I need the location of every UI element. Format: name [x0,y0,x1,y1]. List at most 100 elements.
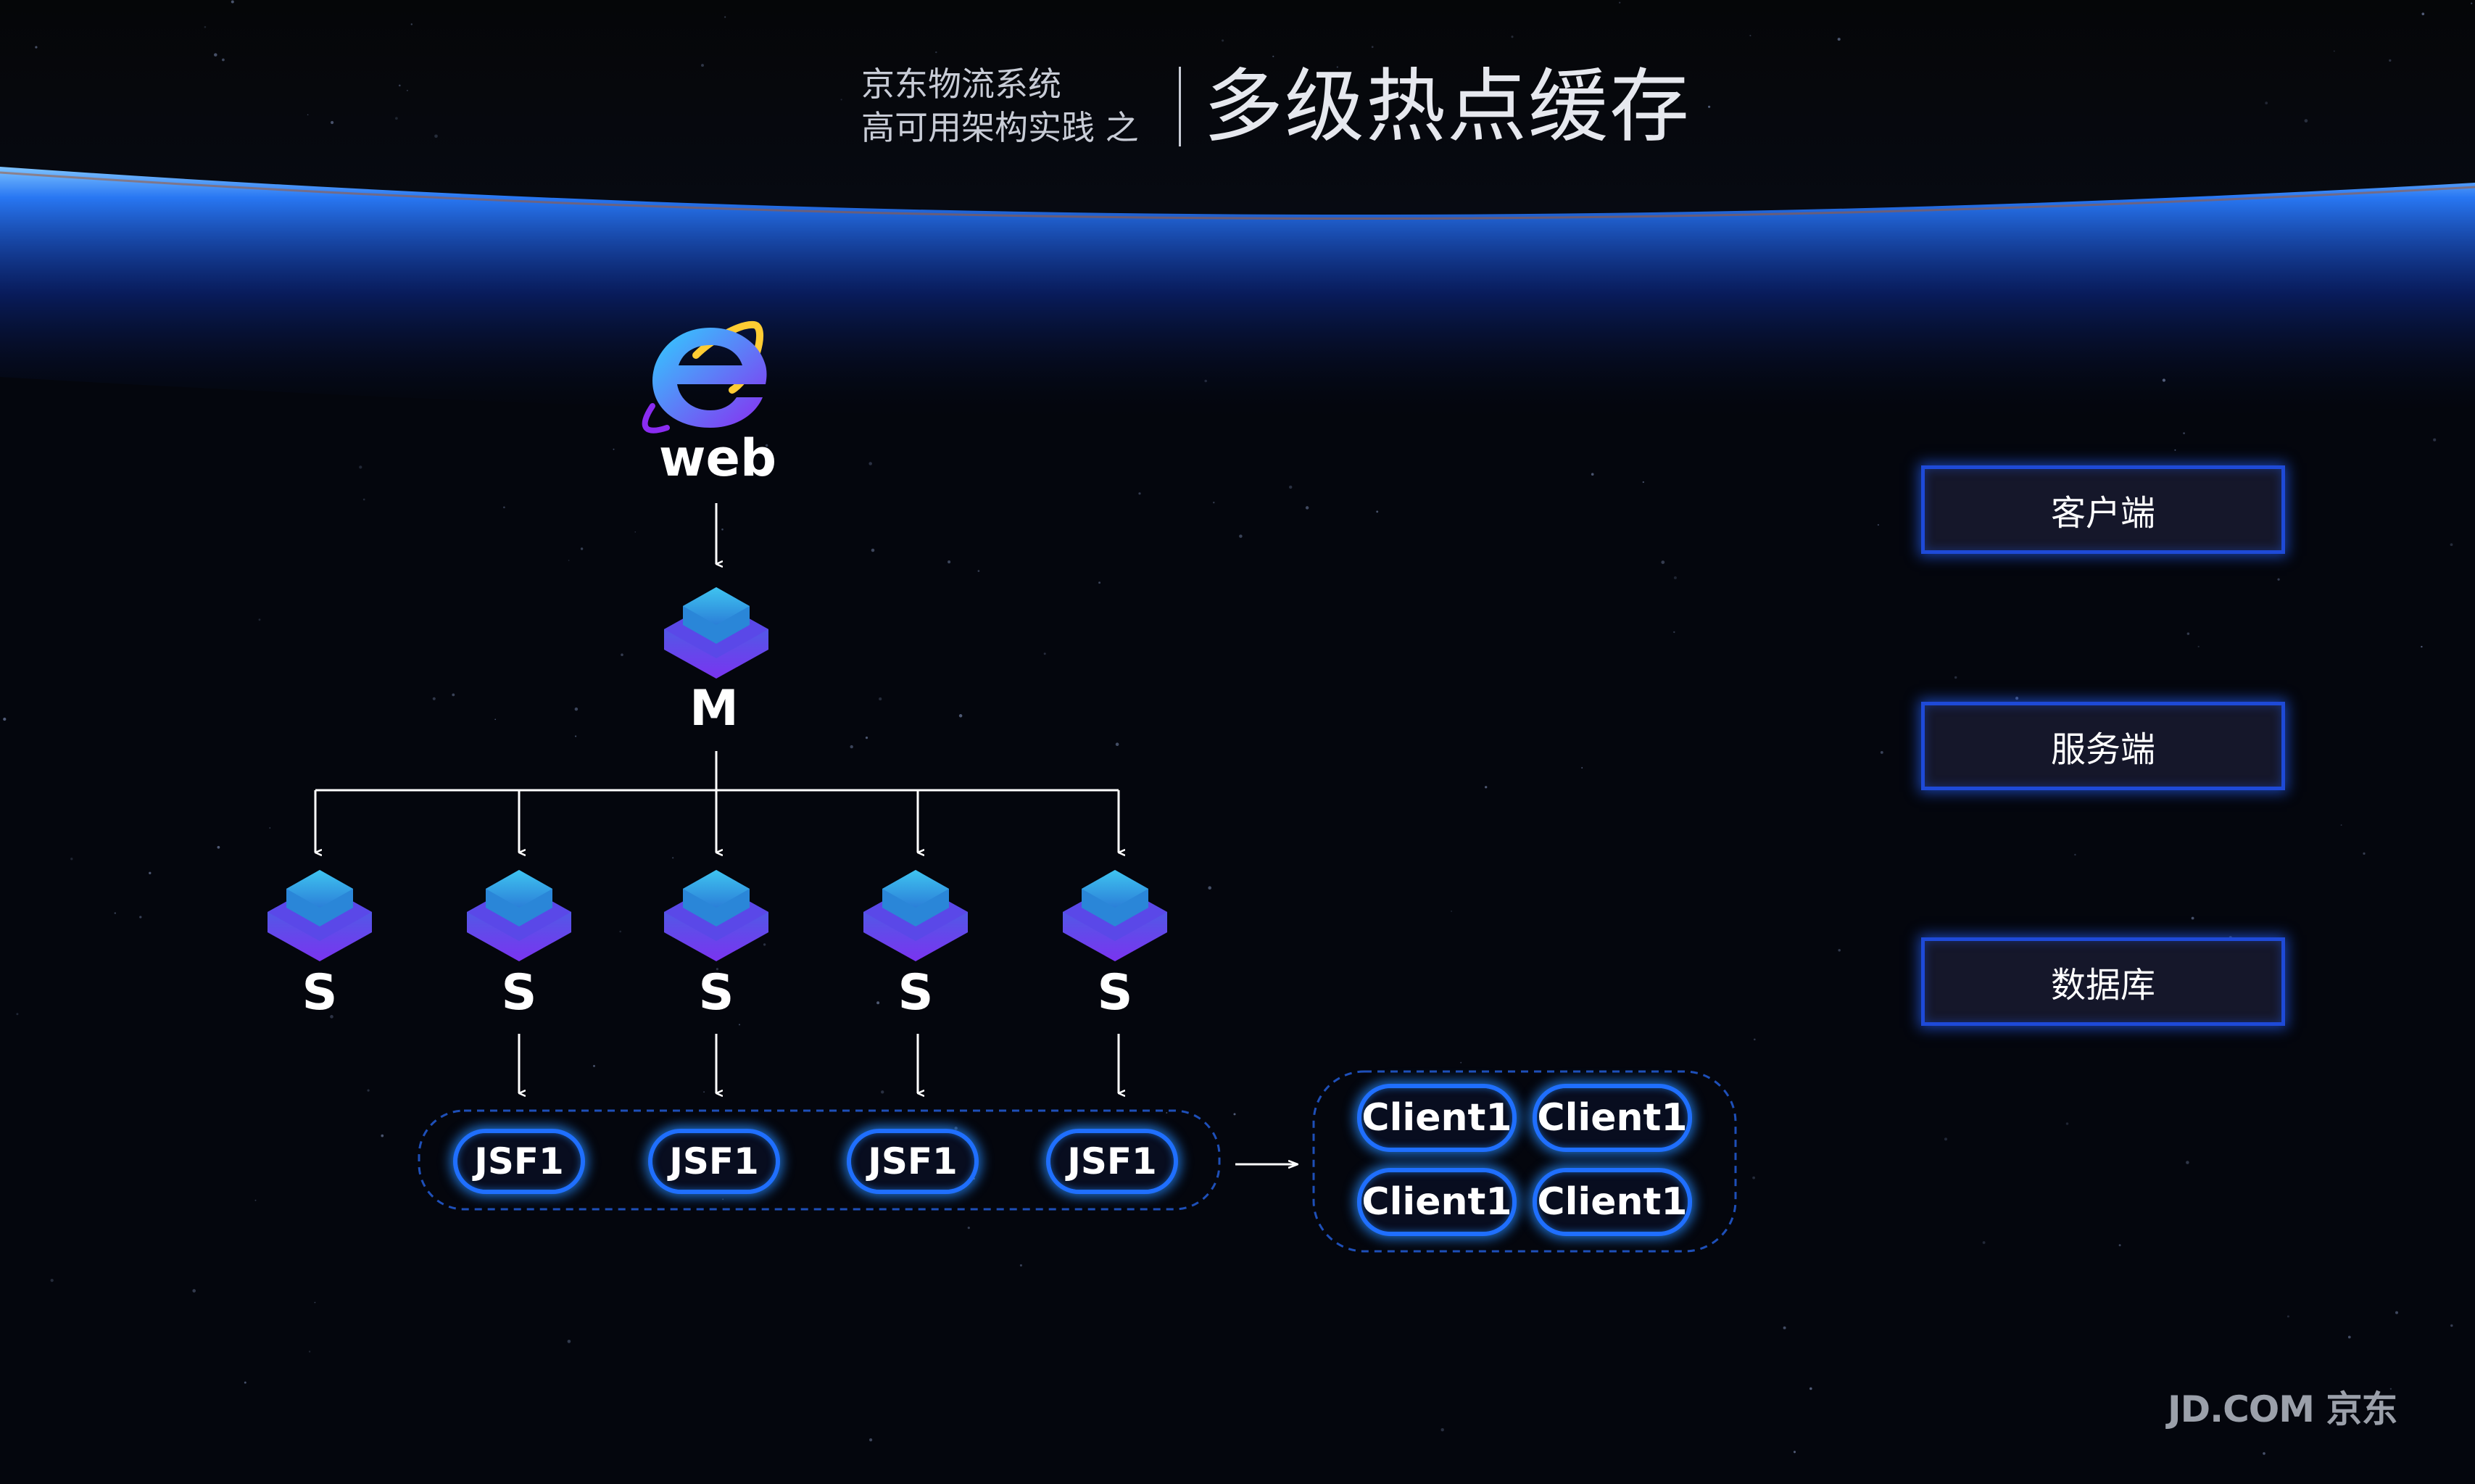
client-node: Client1 [1357,1084,1517,1152]
client-node: Client1 [1533,1084,1692,1152]
web-icon-letter [652,328,767,428]
slave-label: S [302,964,338,1021]
star [1289,485,1293,489]
star [2450,1324,2453,1327]
web-label: web [658,428,777,488]
star [1954,676,1957,679]
slave-label: S [501,964,537,1021]
legend-database: 数据库 [1921,937,2285,1026]
slave-node-icon [467,870,571,961]
star [254,1199,257,1201]
star [1485,87,1488,89]
star [621,653,623,656]
jsf-node: JSF1 [1046,1129,1178,1194]
star [2162,378,2166,382]
star [1043,652,1046,655]
star [619,930,622,933]
client-group-outline [1312,1070,1737,1253]
client-node: Client1 [1357,1168,1517,1236]
slave-to-jsf-arrows [518,1034,1119,1093]
master-label: M [689,680,739,737]
slave-label: S [1097,964,1133,1021]
star [2074,853,2076,856]
star [381,1134,384,1137]
star [1880,750,1883,754]
horizon-glow [0,167,2475,423]
star [1460,1061,1462,1064]
star [139,916,142,919]
jsf-node: JSF1 [847,1129,979,1194]
slave-label: S [698,964,734,1021]
star [1252,126,1255,129]
star [701,64,704,67]
star [217,845,220,849]
slave-node-icon [664,870,768,961]
star [580,547,584,550]
star [503,506,505,509]
star [1035,82,1039,86]
star [314,1301,316,1303]
star [1837,38,1841,41]
star [2065,1122,2069,1125]
star [948,560,951,564]
star [222,58,225,62]
star [1115,742,1119,746]
star [494,718,497,721]
star [1223,80,1227,83]
legend-server: 服务端 [1921,702,2285,790]
web-icon-tail [642,403,670,434]
star [593,1064,595,1067]
star [1783,1326,1786,1330]
star [50,1278,54,1282]
star [3,717,7,721]
star [2191,916,2194,920]
star [954,1127,958,1130]
star [359,465,362,469]
star [2186,1161,2189,1164]
star [1708,105,1711,108]
star [1591,473,1594,476]
star [2340,824,2342,826]
star [244,1381,246,1384]
star [410,23,413,25]
slave-node-icon [1063,870,1167,961]
star [1673,576,1677,580]
star [869,1438,873,1442]
star [2433,438,2437,442]
star [868,462,872,465]
slave-node-icon [863,870,968,961]
upper-space [0,0,2475,215]
star [850,745,853,749]
star [672,857,674,859]
jsf-group-outline [418,1109,1221,1211]
star [1581,767,1583,769]
star [840,99,842,101]
master-node-icon [664,587,768,679]
star [2277,578,2280,581]
star [452,693,455,697]
star [567,1339,571,1343]
star [1019,1264,1022,1267]
star [1511,36,1514,38]
star [1208,886,1212,890]
star [967,1227,970,1230]
star [269,827,271,829]
star [258,618,261,621]
star [1204,379,1207,383]
star [721,528,724,531]
star [1233,1113,1236,1116]
bus-drop-arrows [314,790,1119,853]
star [308,1351,311,1353]
star [2421,12,2425,16]
star [1661,560,1665,564]
star [716,968,718,971]
star [1485,786,1488,789]
node-icons [268,587,1167,961]
star [192,1289,196,1293]
star [395,117,398,120]
star [362,498,365,501]
page-title: 多级热点缓存 [1203,60,1691,153]
star [1088,139,1091,143]
star [2015,697,2019,700]
